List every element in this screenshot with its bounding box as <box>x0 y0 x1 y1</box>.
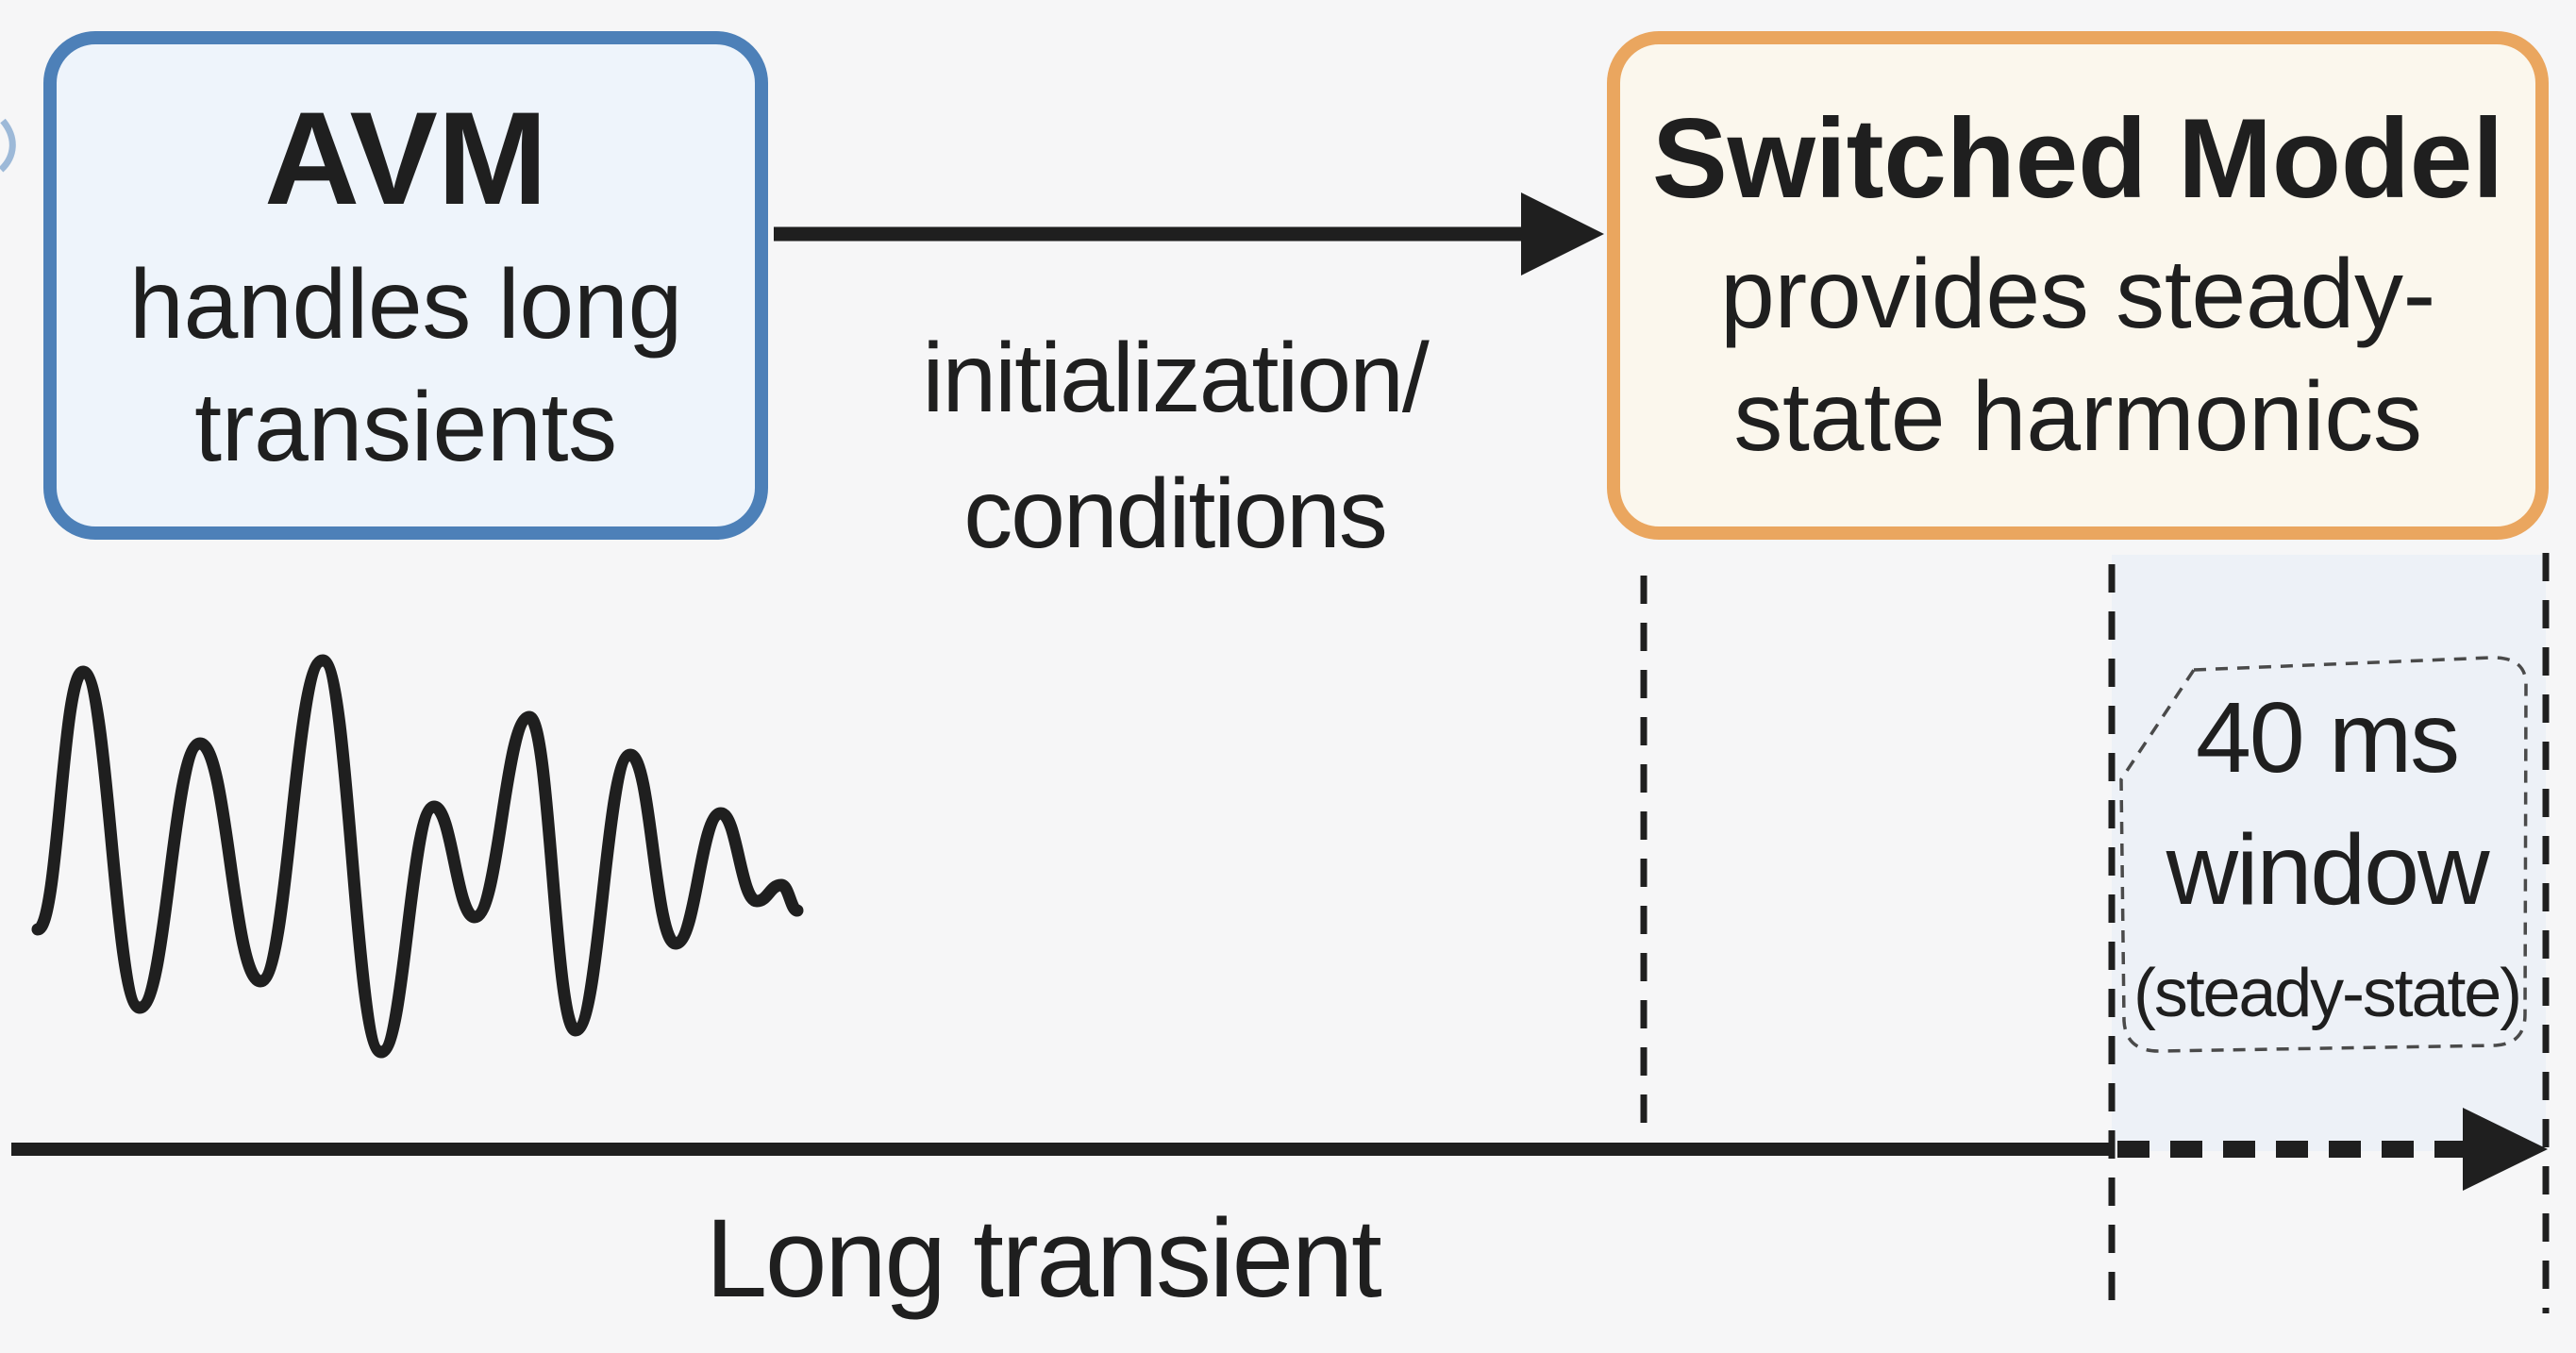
transient-waveform <box>31 654 804 1059</box>
transfer-arrow-label: initialization/ conditions <box>892 311 1458 582</box>
timeline-label: Long transient <box>705 1196 1382 1321</box>
switched-model-title: Switched Model <box>1651 94 2504 222</box>
transfer-arrow-label-line2: conditions <box>963 459 1388 569</box>
transfer-arrowhead-icon <box>1521 192 1604 276</box>
window-callout-label: window <box>2166 814 2490 926</box>
switched-model-box: Switched Model provides steady- state ha… <box>1607 31 2549 540</box>
switched-model-subtitle-line2: state harmonics <box>1733 361 2422 472</box>
window-callout-note: (steady-state) <box>2133 956 2522 1031</box>
edge-artifact <box>0 118 16 173</box>
avm-box: AVM handles long transients <box>43 31 768 540</box>
timeline-arrowhead-icon <box>2463 1108 2548 1191</box>
switched-model-subtitle-line1: provides steady- <box>1720 239 2435 349</box>
avm-subtitle: handles long transients <box>129 243 682 489</box>
steady-state-region <box>2112 555 2546 1151</box>
switched-model-subtitle: provides steady- state harmonics <box>1720 233 2435 478</box>
avm-title: AVM <box>264 84 547 232</box>
avm-subtitle-line2: transients <box>194 373 617 482</box>
avm-subtitle-line1: handles long <box>129 250 682 359</box>
transfer-arrow <box>774 192 1604 276</box>
transfer-arrow-label-line1: initialization/ <box>922 324 1429 433</box>
window-callout-outline <box>2119 656 2528 1053</box>
window-callout-duration: 40 ms <box>2195 682 2460 793</box>
timeline-axis <box>11 1108 2548 1191</box>
